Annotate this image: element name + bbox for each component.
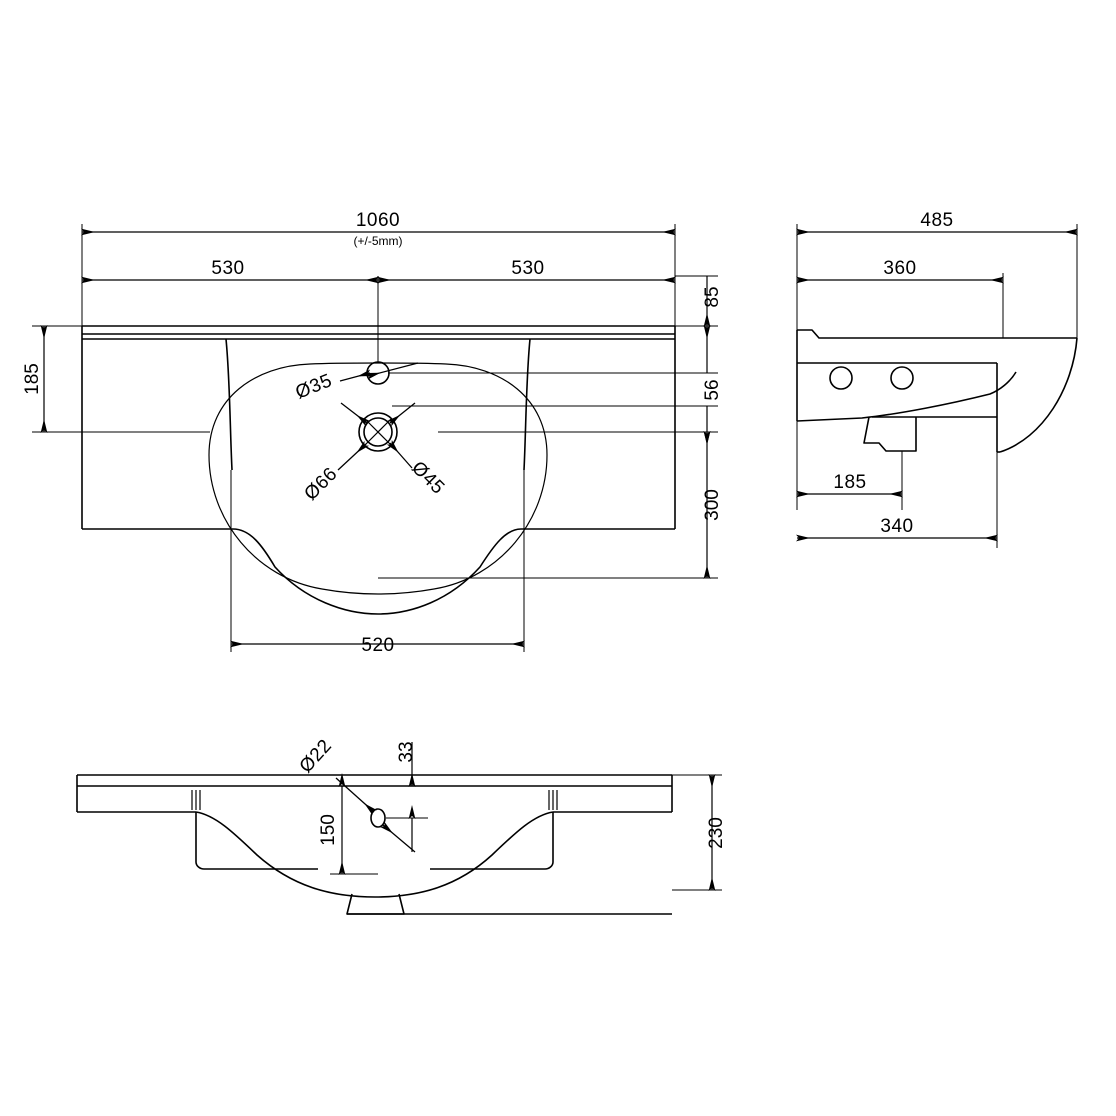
dim-waste-offset-185: 185 [796,421,903,510]
dim-label-overall-height: 230 [706,817,727,849]
side-fixing-holes [829,366,914,390]
overflow-hole-circle [370,808,386,828]
callout-label-waste-outer: Ø66 [300,463,341,504]
front-mounting-slot-left [191,790,201,810]
side-view-group: 485 360 185 340 [796,210,1078,548]
callout-waste-inner-d45: Ø45 [386,440,449,499]
callout-label-tap-hole: Ø35 [293,370,336,403]
dim-overall-width-1060: 1060 (+/-5mm) [81,210,676,326]
dim-body-depth-340: 340 [796,417,998,548]
dim-bowl-depth-300: 300 [378,431,723,579]
dim-label-left-depth: 185 [22,363,43,395]
dim-label-rim-depth: 360 [883,258,916,279]
front-mounting-slot-right [548,790,558,810]
dim-half-width-left-530: 530 [81,258,379,284]
dim-label-tap-offset: 56 [702,379,723,400]
dim-label-front-bowl-depth: 150 [318,814,339,846]
dim-front-bowl-depth-150: 150 [318,773,378,875]
dim-label-half-width-left: 530 [211,258,244,279]
dim-overflow-offset-33: 33 [386,741,428,852]
dim-label-bowl-depth: 300 [702,489,723,521]
plan-bowl-inner-profile [208,362,548,595]
callout-label-overflow: Ø22 [296,735,337,777]
dim-label-overall-width: 1060 [356,210,400,231]
dim-label-width-tolerance: (+/-5mm) [354,234,403,248]
front-view-group: Ø22 33 150 230 [76,735,727,915]
dim-label-backsplash-height: 85 [702,286,723,307]
dim-bowl-width-520: 520 [230,470,525,656]
plan-basin-outline [81,325,676,615]
dim-tap-offset-56: 56 [388,325,723,445]
dim-left-depth-185: 185 [22,325,210,433]
fixing-hole-right [890,366,914,390]
fixing-hole-left [829,366,853,390]
dim-label-bowl-width: 520 [361,635,394,656]
front-basin-outline [76,774,673,915]
dim-label-body-depth: 340 [880,516,913,537]
dim-label-overflow-offset: 33 [396,741,417,762]
callout-waste-outer-d66: Ø66 [300,440,370,505]
dim-rim-depth-360: 360 [796,258,1004,338]
side-basin-outline [796,329,1078,453]
dim-overall-depth-485: 485 [796,210,1078,338]
waste-leader-arrows-upper [340,402,416,427]
dim-label-overall-depth: 485 [920,210,953,231]
dim-half-width-right-530: 530 [377,258,676,284]
plan-view-group: 1060 (+/-5mm) 530 530 185 [22,210,723,656]
dim-label-half-width-right: 530 [511,258,544,279]
dim-backsplash-height-85: 85 [675,275,723,327]
callout-tap-hole-d35: Ø35 [293,362,419,404]
callout-label-waste-inner: Ø45 [407,457,448,498]
dim-overall-height-230: 230 [672,774,727,891]
dim-label-waste-offset: 185 [833,472,866,493]
